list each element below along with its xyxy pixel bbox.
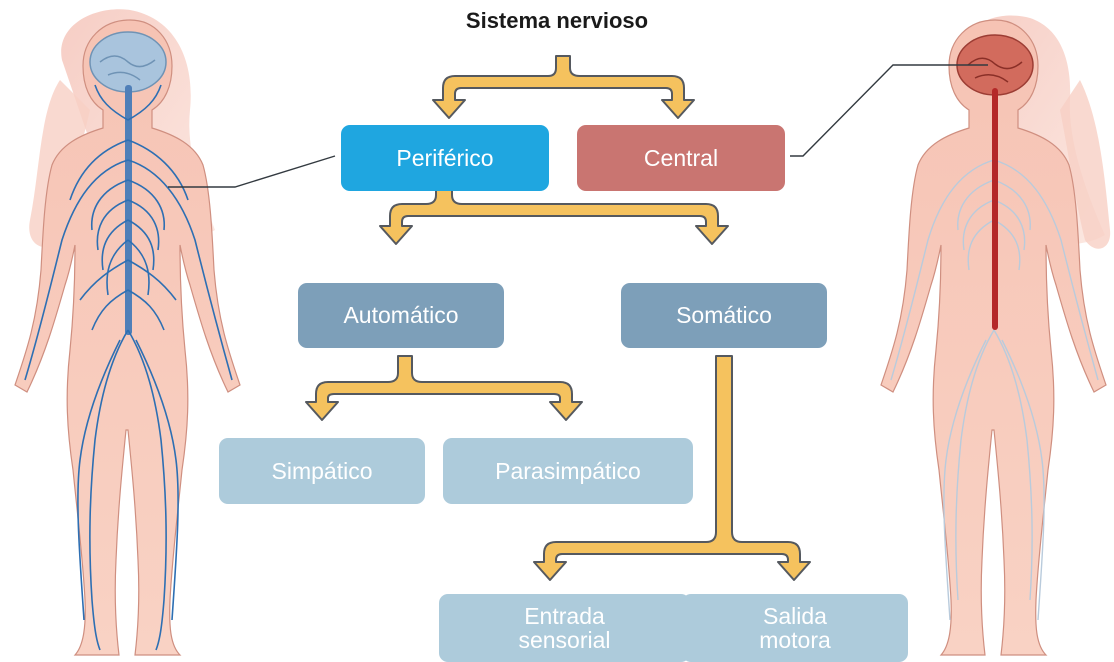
node-somatico: Somático — [621, 283, 827, 348]
node-salida-motora: Salida motora — [682, 594, 908, 662]
node-periferico: Periférico — [341, 125, 549, 191]
node-parasimpatico: Parasimpático — [443, 438, 693, 504]
body-central-nervous-figure — [790, 15, 1111, 656]
arrow-connectors — [305, 55, 811, 581]
arrow-periferico-split — [379, 175, 729, 245]
body-peripheral-nerves-figure — [14, 9, 336, 656]
node-simpatico: Simpático — [219, 438, 425, 504]
node-entrada-line2: sensorial — [518, 627, 611, 653]
node-automatico: Automático — [298, 283, 504, 348]
node-central: Central — [577, 125, 785, 191]
diagram-title: Sistema nervioso — [465, 8, 649, 33]
node-entrada-sensorial: Entrada sensorial — [439, 594, 690, 662]
node-entrada-line1: Entrada — [524, 602, 605, 629]
node-salida-line1: Salida — [763, 602, 827, 629]
arrow-automatico-split — [305, 355, 583, 421]
arrow-title-split — [432, 55, 695, 119]
node-salida-line2: motora — [759, 627, 831, 653]
arrow-somatico-split — [533, 355, 811, 581]
